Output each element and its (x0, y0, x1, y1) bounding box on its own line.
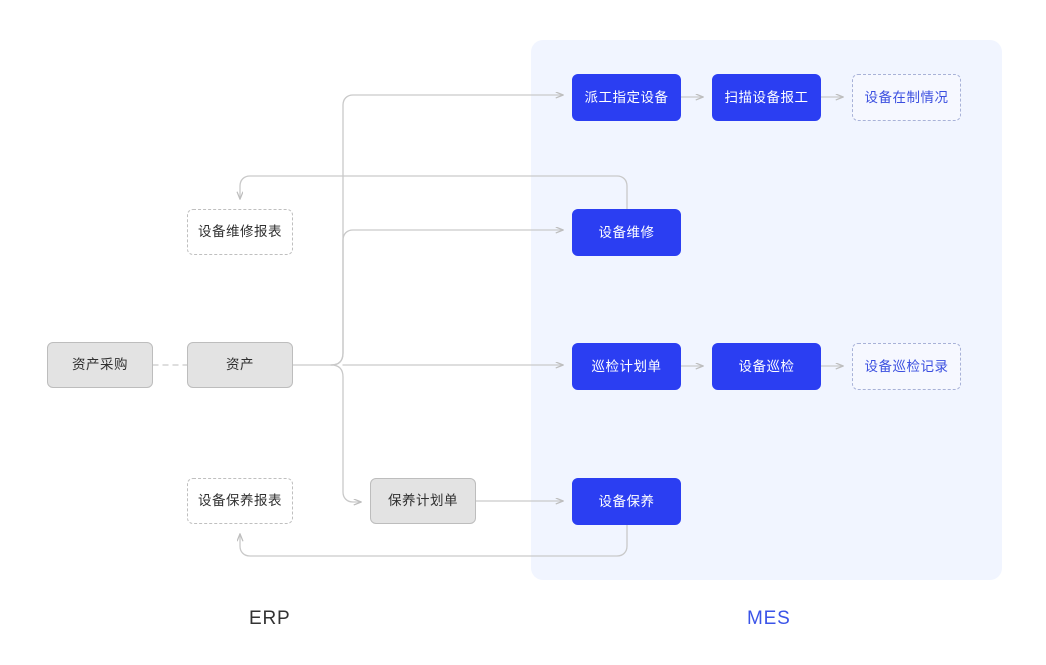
node-label: 资产采购 (72, 357, 128, 373)
node-label: 派工指定设备 (584, 89, 669, 105)
node-label: 设备维修报表 (198, 224, 282, 240)
node-label: 设备在制情况 (864, 89, 949, 105)
node-device-maint[interactable]: 设备保养 (572, 478, 681, 525)
node-maint-report[interactable]: 设备保养报表 (187, 478, 293, 524)
node-label: 巡检计划单 (591, 358, 662, 374)
zone-label-mes: MES (747, 608, 791, 629)
node-label: 设备巡检记录 (864, 358, 949, 374)
node-label: 设备维修 (598, 224, 655, 240)
node-label: 设备保养 (598, 493, 655, 509)
node-asset[interactable]: 资产 (187, 342, 293, 388)
node-label: 设备保养报表 (198, 493, 282, 509)
edge-asset-to-repair (330, 230, 563, 366)
zone-label-erp: ERP (249, 608, 291, 629)
node-label: 设备巡检 (738, 358, 795, 374)
node-repair-report[interactable]: 设备维修报表 (187, 209, 293, 255)
node-label: 保养计划单 (388, 493, 458, 509)
node-patrol-record[interactable]: 设备巡检记录 (852, 343, 961, 390)
node-asset-purchase[interactable]: 资产采购 (47, 342, 153, 388)
node-dispatch-device[interactable]: 派工指定设备 (572, 74, 681, 121)
node-label: 资产 (226, 357, 254, 373)
edge-asset-to-maint-plan (330, 364, 361, 502)
node-patrol-plan[interactable]: 巡检计划单 (572, 343, 681, 390)
node-maint-plan[interactable]: 保养计划单 (370, 478, 476, 524)
node-device-patrol[interactable]: 设备巡检 (712, 343, 821, 390)
node-device-repair[interactable]: 设备维修 (572, 209, 681, 256)
node-wip-status[interactable]: 设备在制情况 (852, 74, 961, 121)
node-label: 扫描设备报工 (724, 89, 809, 105)
edge-asset-to-dispatch (330, 95, 563, 366)
node-scan-report[interactable]: 扫描设备报工 (712, 74, 821, 121)
